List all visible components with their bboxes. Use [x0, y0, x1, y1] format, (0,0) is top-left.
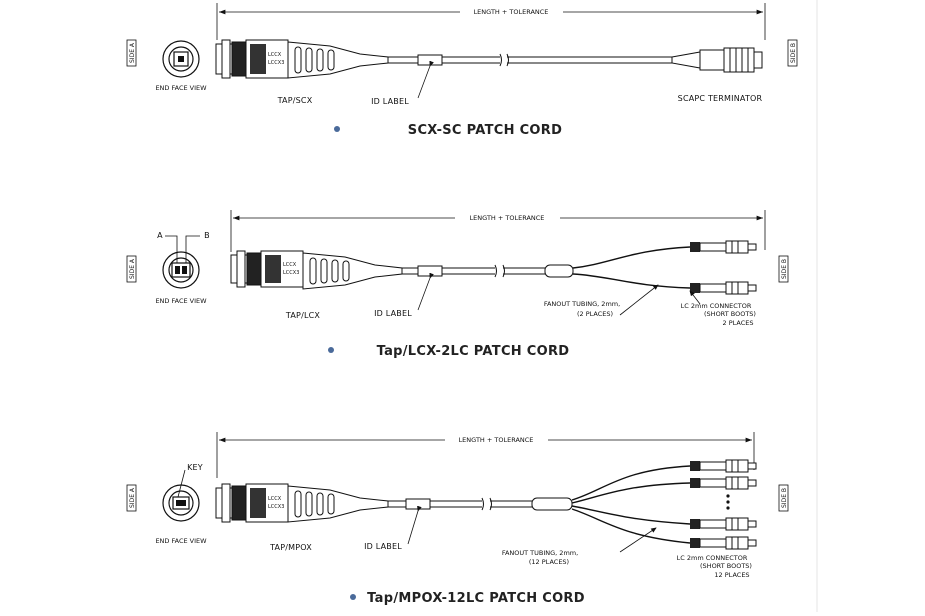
cord-2-lc-connector-lower [690, 281, 757, 295]
cord-2-lc-label-2: (SHORT BOOTS) [704, 310, 756, 318]
cord-3-connector-label: TAP/MPOX [269, 543, 312, 552]
cord-3-side-a-tag: SIDE A [126, 484, 137, 512]
svg-text:SIDE B: SIDE B [790, 43, 797, 63]
cord-2-end-face-label: END FACE VIEW [155, 297, 207, 305]
cord-1-id-label-text: ID LABEL [371, 97, 409, 106]
cord-1-id-label-sleeve [417, 54, 443, 66]
cord-2-title-bullet [328, 347, 334, 353]
cord-2-key-b: B [204, 231, 210, 240]
cord-1-title: SCX-SC PATCH CORD [408, 123, 562, 138]
cord-1-title-bullet [334, 126, 340, 132]
cord-3-fanout-label-2: (12 PLACES) [529, 558, 569, 566]
svg-text:LCCX3: LCCX3 [283, 270, 299, 276]
cord-3-lc-label-2: (SHORT BOOTS) [700, 562, 752, 570]
cord-3-end-face-view [162, 469, 200, 522]
svg-text:SIDE A: SIDE A [129, 258, 136, 279]
cord-3-end-face-label: END FACE VIEW [155, 537, 207, 545]
cord-1-side-b-tag: SIDE B [787, 39, 798, 67]
cord-3-id-label-sleeve [405, 498, 431, 510]
cord-2-lc-connector-upper [690, 240, 757, 254]
cord-2-end-face-view [162, 235, 200, 289]
cord-2-id-label-sleeve [417, 265, 443, 277]
cord-3-fanout-body [531, 497, 573, 511]
cord-2-title: Tap/LCX-2LC PATCH CORD [377, 344, 570, 359]
cord-2-fanout-label-2: (2 PLACES) [577, 310, 613, 318]
cord-3-drawing: LENGTH + TOLERANCE SIDE A KEY END FACE V… [126, 432, 789, 606]
cord-1-connector-label: TAP/SCX [277, 96, 313, 105]
cord-1-terminator-label: SCAPC TERMINATOR [678, 94, 763, 103]
cord-2-lc-label-3: 2 PLACES [723, 319, 754, 327]
cord-2-tap-lcx-connector: LCCX LCCX3 [230, 250, 403, 290]
cord-1-drawing: LENGTH + TOLERANCE SIDE A END FACE VIEW … [126, 3, 798, 138]
svg-text:LCCX: LCCX [268, 52, 282, 58]
cord-2-side-b-tag: SIDE B [778, 255, 789, 283]
cord-2-lc-label-1: LC 2mm CONNECTOR [681, 302, 752, 310]
cord-3-fanout-label-1: FANOUT TUBING, 2mm, [502, 549, 578, 557]
cord-3-id-label-text: ID LABEL [364, 542, 402, 551]
cord-1-scapc-terminator [671, 47, 763, 73]
cord-2-length-label: LENGTH + TOLERANCE [470, 214, 545, 222]
cord-3-lc-connector-2 [690, 476, 757, 490]
cord-1-side-a-tag: SIDE A [126, 39, 137, 67]
cord-2-key-a: A [157, 231, 163, 240]
cord-2-fanout-body [544, 264, 574, 278]
svg-text:SIDE A: SIDE A [129, 487, 136, 508]
cord-3-more-connectors-dots [726, 494, 730, 510]
cord-2-connector-label: TAP/LCX [285, 311, 321, 320]
cord-3-title: Tap/MPOX-12LC PATCH CORD [367, 591, 585, 606]
svg-text:LCCX3: LCCX3 [268, 60, 284, 66]
svg-text:SIDE A: SIDE A [129, 42, 136, 63]
cord-1-end-face-label: END FACE VIEW [155, 84, 207, 92]
cord-3-lc-label-1: LC 2mm CONNECTOR [677, 554, 748, 562]
svg-text:LCCX3: LCCX3 [268, 504, 284, 510]
cord-3-side-b-tag: SIDE B [778, 484, 789, 512]
cord-3-lc-connector-3 [690, 517, 757, 531]
cord-3-lc-connector-4 [690, 536, 757, 550]
svg-text:LCCX: LCCX [283, 262, 297, 268]
cord-1-tap-scx-connector: LCCX LCCX3 [215, 39, 389, 79]
cord-3-lc-connector-1 [690, 459, 757, 473]
svg-text:SIDE B: SIDE B [781, 488, 788, 508]
svg-text:SIDE B: SIDE B [781, 259, 788, 279]
cord-2-drawing: LENGTH + TOLERANCE SIDE A A B END FACE V… [126, 210, 789, 359]
cord-3-tap-mpox-connector: LCCX LCCX3 [215, 483, 389, 523]
cord-2-id-label-text: ID LABEL [374, 309, 412, 318]
cord-3-length-label: LENGTH + TOLERANCE [459, 436, 534, 444]
cord-1-end-face-view [162, 40, 200, 78]
cord-3-key-label: KEY [187, 463, 203, 472]
cord-3-lc-label-3: 12 PLACES [714, 571, 749, 579]
cord-3-title-bullet [350, 594, 356, 600]
cord-1-length-label: LENGTH + TOLERANCE [474, 8, 549, 16]
cord-2-side-a-tag: SIDE A [126, 255, 137, 283]
svg-text:LCCX: LCCX [268, 496, 282, 502]
cord-2-fanout-label-1: FANOUT TUBING, 2mm, [544, 300, 620, 308]
